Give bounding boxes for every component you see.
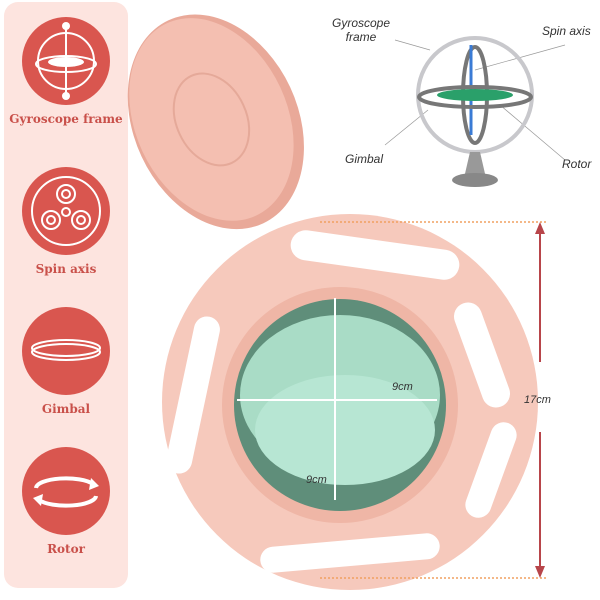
label-gyroscope-frame: Gyroscope frame [332,16,391,44]
gyroscope-icon [22,17,110,105]
feature-spin-axis: Spin axis [4,166,128,276]
gyroscope-diagram [384,36,566,187]
feature-gimbal: Gimbal [4,306,128,416]
bowl-lid [127,14,304,230]
spinner-icon [22,167,110,255]
label-gimbal: Gimbal [345,152,384,166]
dimension-depth: 9cm [306,474,327,486]
feature-label: Spin axis [35,262,97,276]
dimension-height: 17cm [524,394,551,406]
feature-sidebar: Gyroscope frame Spin axis Gimbal [4,2,128,588]
ring-icon [22,307,110,395]
feature-label: Rotor [47,542,85,556]
feature-rotor: Rotor [4,446,128,556]
label-rotor: Rotor [562,157,592,171]
feature-label: Gyroscope frame [9,112,123,126]
label-spin-axis: Spin axis [542,24,591,38]
rotate-arrows-icon [22,447,110,535]
feature-label: Gimbal [41,402,91,416]
dimension-width: 9cm [392,381,413,393]
feature-gyroscope-frame: Gyroscope frame [4,16,128,126]
